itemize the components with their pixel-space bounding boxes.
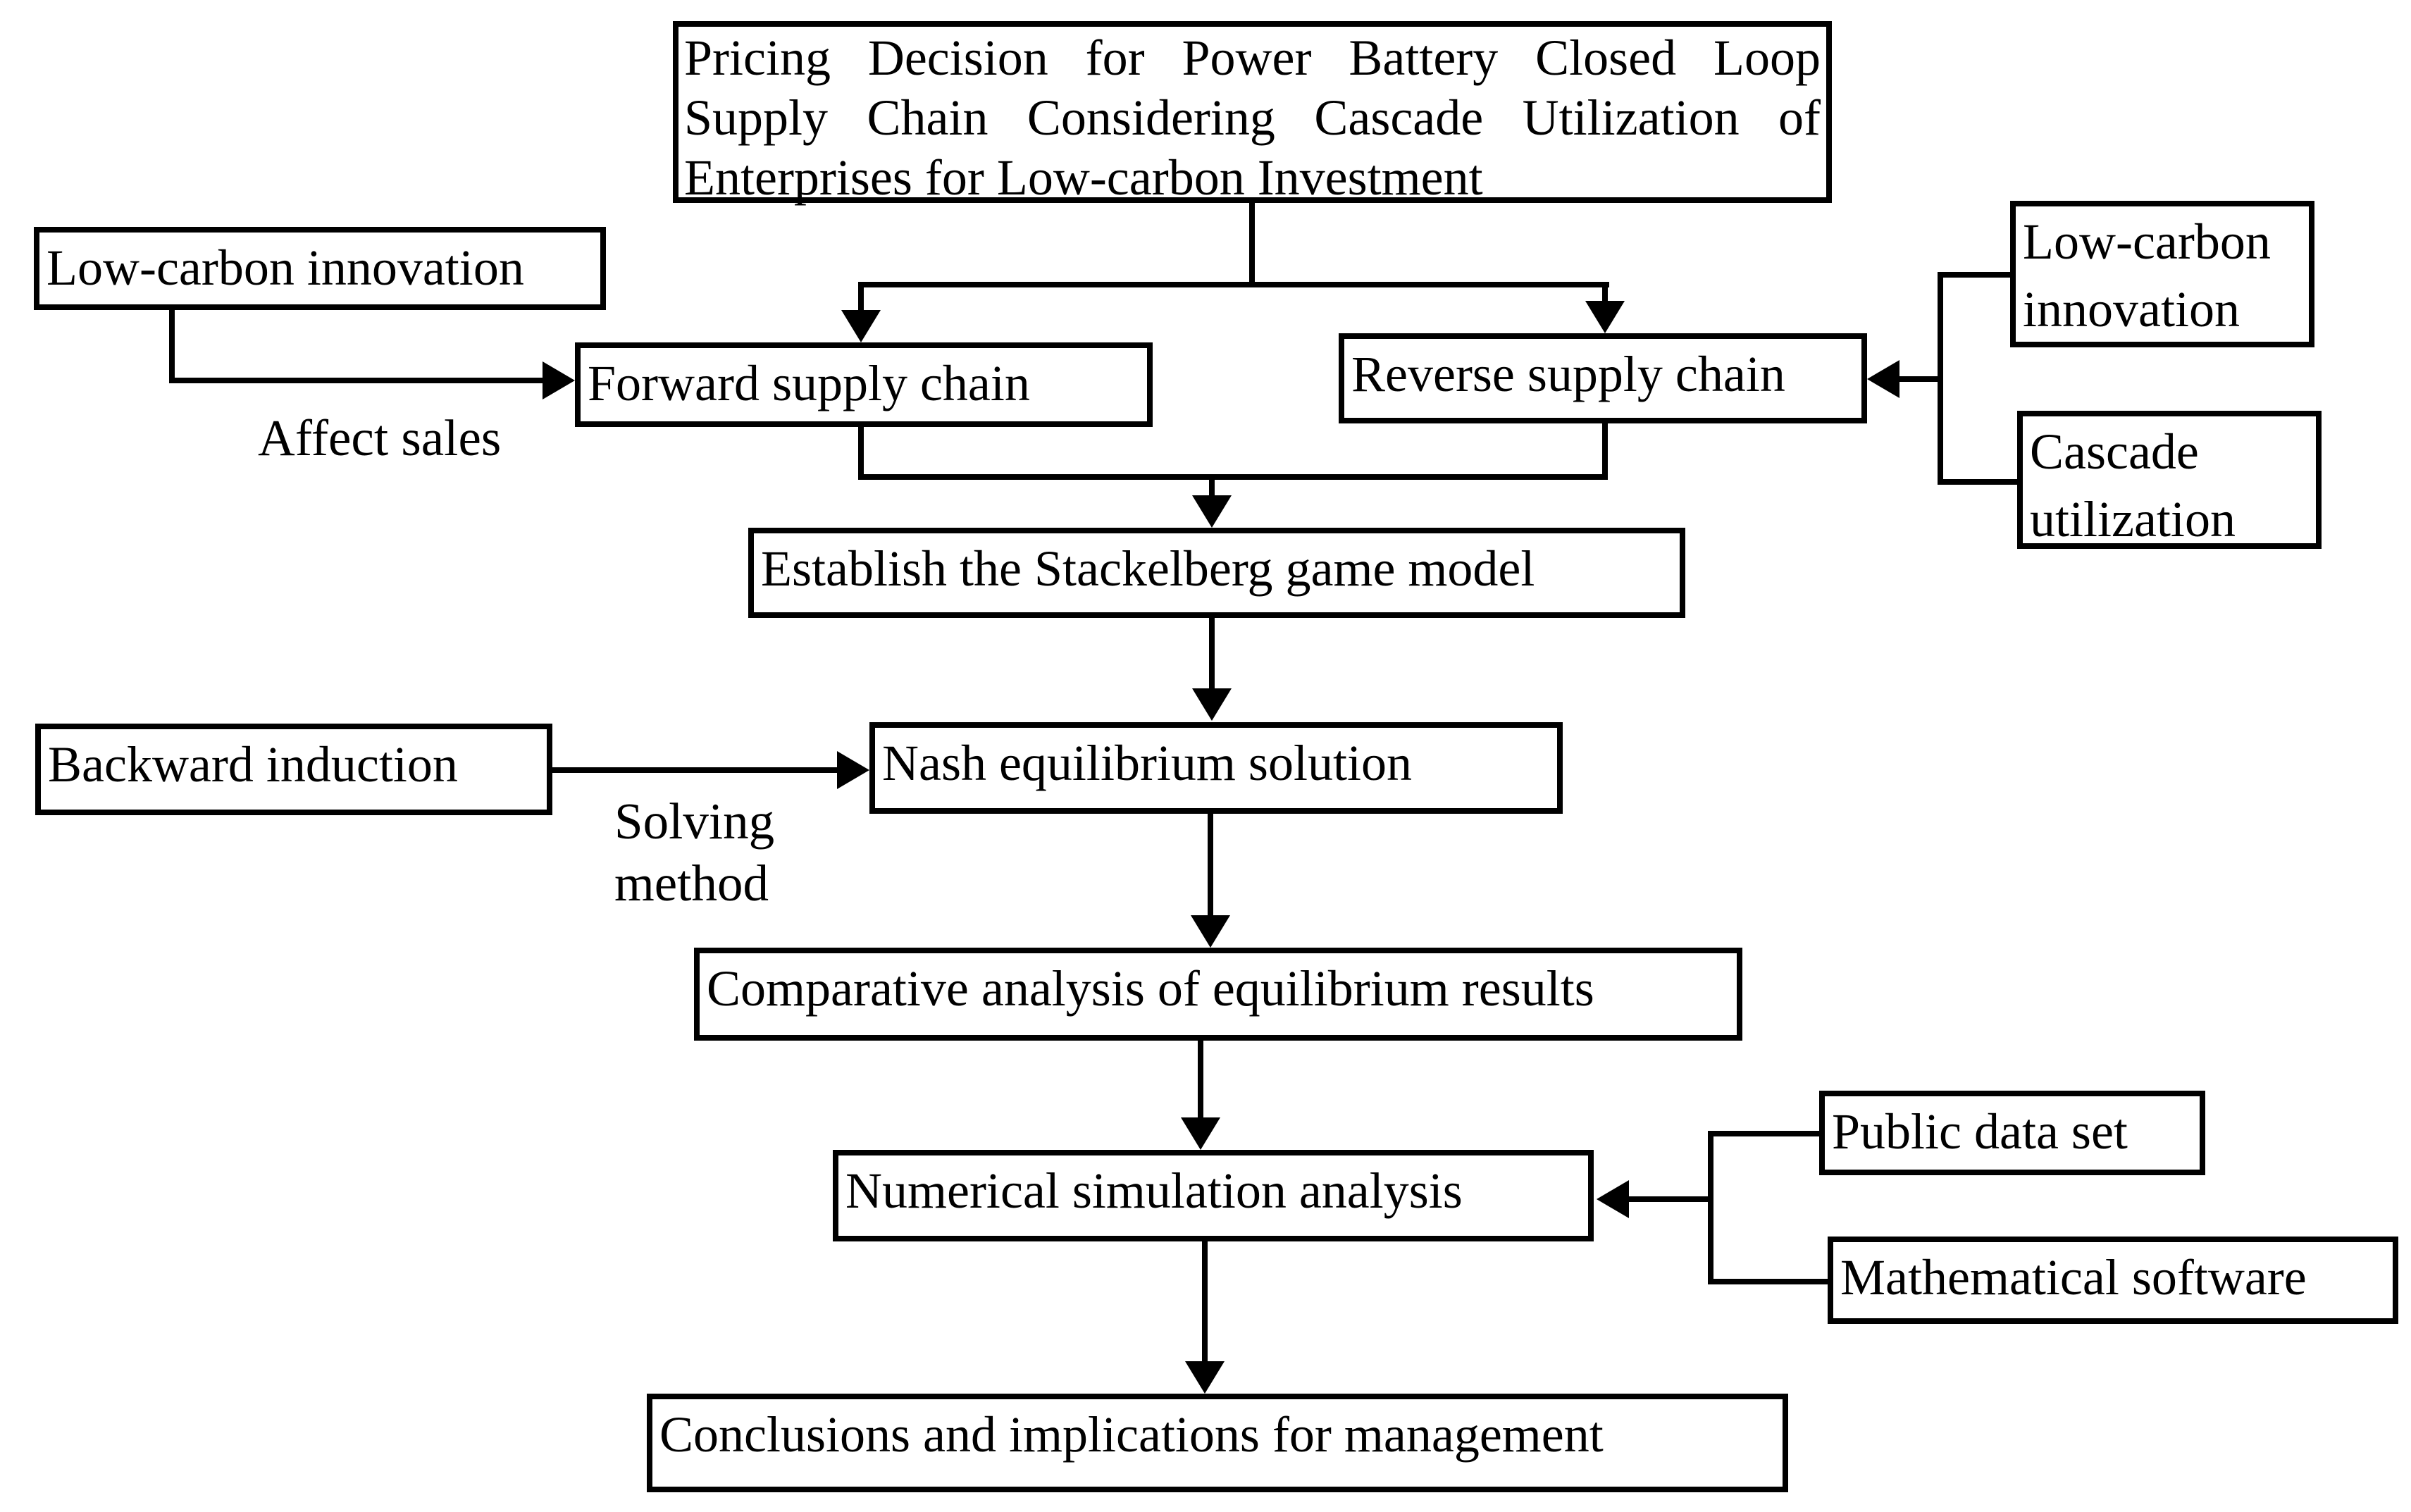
node-numerical-simulation: Numerical simulation analysis	[833, 1150, 1594, 1241]
node-conclusions: Conclusions and implications for managem…	[647, 1394, 1788, 1492]
node-low-carbon-innovation-left: Low-carbon innovation	[34, 227, 606, 310]
node-stackelberg-model: Establish the Stackelberg game model	[748, 528, 1685, 618]
edge-label-affect-sales: Affect sales	[258, 409, 502, 466]
node-mathematical-software: Mathematical software	[1828, 1237, 2398, 1324]
arrowhead-down-conclusions-icon	[1185, 1361, 1225, 1394]
edge-forward-drop-line	[858, 427, 864, 480]
arrowhead-down-nash-icon	[1192, 688, 1232, 721]
edge-data-bracket-vertical-line	[1708, 1131, 1713, 1284]
edge-backward-nash-line	[552, 767, 838, 773]
arrowhead-left-reverse-icon	[1867, 360, 1899, 398]
edge-branch-left-drop-line	[858, 282, 864, 313]
edge-label-solving-method: Solving method	[614, 793, 775, 912]
edge-data-bracket-top-line	[1708, 1131, 1819, 1136]
node-public-data-set: Public data set	[1819, 1091, 2205, 1175]
edge-lci-left-horizontal-line	[169, 378, 544, 383]
edge-numerical-conclusions-line	[1202, 1241, 1208, 1363]
edge-stackelberg-nash-line	[1209, 618, 1215, 690]
edge-title-stem-line	[1249, 202, 1255, 287]
edge-data-bracket-bottom-line	[1708, 1279, 1828, 1284]
node-cascade-utilization: Cascade utilization	[2017, 411, 2322, 549]
node-backward-induction: Backward induction	[35, 724, 552, 815]
arrowhead-down-forward-icon	[841, 310, 881, 342]
edge-reverse-drop-line	[1602, 423, 1608, 480]
node-comparative-analysis: Comparative analysis of equilibrium resu…	[694, 948, 1742, 1041]
node-reverse-supply-chain: Reverse supply chain	[1339, 333, 1867, 423]
arrowhead-down-reverse-icon	[1585, 301, 1625, 333]
edge-comparative-numerical-line	[1198, 1041, 1203, 1120]
arrowhead-down-stackelberg-icon	[1192, 495, 1232, 528]
edge-merge-horizontal-line	[858, 474, 1608, 480]
edge-branch-horizontal-line	[858, 282, 1609, 287]
edge-branch-right-drop-line	[1602, 282, 1608, 304]
edge-right-bracket-bottom-line	[1938, 479, 2017, 485]
arrowhead-down-comparative-icon	[1191, 915, 1230, 948]
node-nash-solution: Nash equilibrium solution	[869, 722, 1563, 814]
arrowhead-right-nash-icon	[837, 751, 869, 789]
edge-lci-left-vertical-line	[169, 310, 175, 383]
arrowhead-left-numerical-icon	[1597, 1180, 1629, 1218]
edge-nash-comparative-line	[1208, 814, 1213, 917]
edge-merge-stem-line	[1209, 474, 1215, 498]
edge-right-bracket-arrow-line	[1897, 376, 1943, 382]
node-low-carbon-innovation-right: Low-carbon innovation	[2010, 201, 2314, 347]
edge-right-bracket-top-line	[1938, 272, 2010, 278]
node-forward-supply-chain: Forward supply chain	[575, 342, 1153, 427]
edge-data-bracket-arrow-line	[1626, 1196, 1713, 1202]
arrowhead-down-numerical-icon	[1181, 1117, 1220, 1150]
node-title: Pricing Decision for Power Battery Close…	[673, 21, 1832, 206]
arrowhead-right-forward-icon	[543, 361, 575, 399]
